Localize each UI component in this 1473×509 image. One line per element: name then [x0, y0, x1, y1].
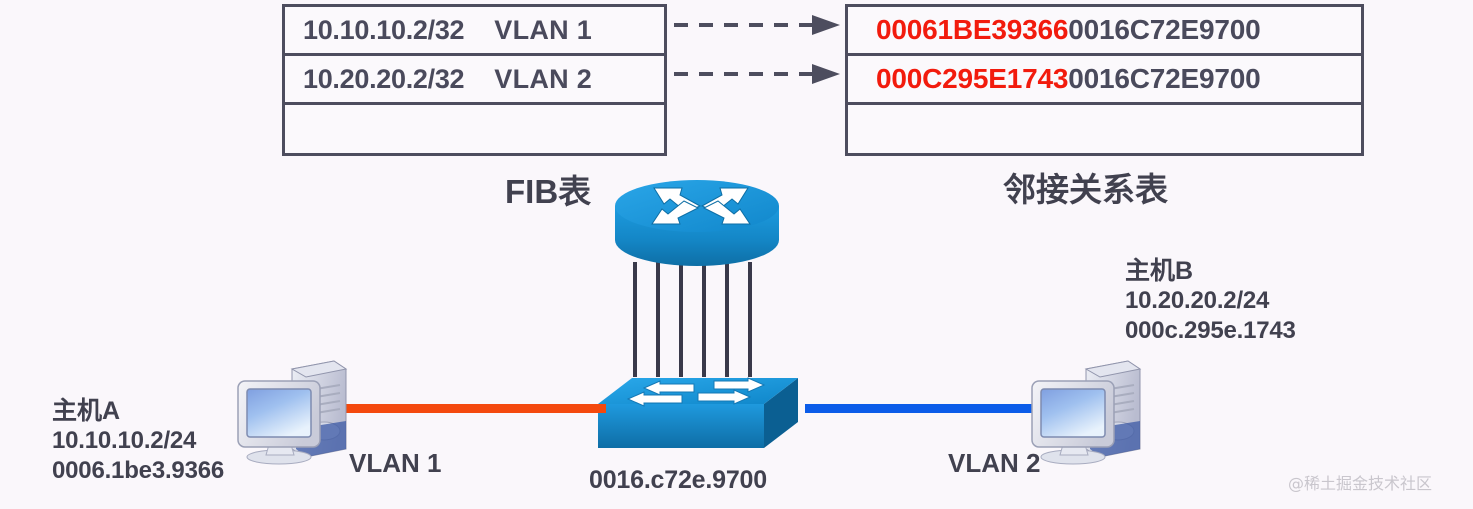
switch-icon [598, 377, 798, 448]
fib-table-row-empty [285, 105, 664, 156]
host-b-info: 主机B 10.20.20.2/24 000c.295e.1743 [1125, 256, 1296, 346]
fib-to-adjacency-arrow-2 [674, 64, 840, 84]
switch-mac-label: 0016.c72e.9700 [589, 466, 767, 494]
router-switch-trunk-lines [633, 262, 752, 377]
host-b-ip: 10.20.20.2/24 [1125, 287, 1270, 314]
adjacency-table-row-empty [848, 105, 1361, 156]
adjacency-table-caption: 邻接关系表 [1003, 171, 1168, 208]
host-a-title: 主机A [52, 397, 121, 425]
fib-prefix: 10.10.10.2/32 [303, 14, 465, 45]
watermark: @稀土掘金技术社区 [1288, 474, 1433, 493]
host-b-mac: 000c.295e.1743 [1125, 317, 1296, 344]
host-a-mac: 0006.1be3.9366 [52, 457, 225, 484]
fib-vlan: VLAN 2 [494, 63, 593, 94]
fib-table: 10.10.10.2/32 VLAN 1 10.20.20.2/32 VLAN … [282, 4, 667, 156]
router-icon [615, 180, 779, 266]
vlan-1-label: VLAN 1 [349, 448, 442, 478]
adjacency-src-mac: 0016C72E9700 [1068, 63, 1261, 94]
fib-table-caption: FIB表 [505, 173, 592, 210]
fib-to-adjacency-arrow-1 [674, 15, 840, 35]
host-a-ip: 10.10.10.2/24 [52, 427, 197, 454]
fib-table-row: 10.20.20.2/32 VLAN 2 [285, 56, 664, 105]
host-b-link-line [805, 404, 1042, 413]
vlan-2-label: VLAN 2 [948, 448, 1041, 478]
host-b-title: 主机B [1125, 257, 1194, 285]
fib-prefix: 10.20.20.2/32 [303, 63, 465, 94]
adjacency-dst-mac: 00061BE39366 [876, 14, 1069, 45]
fib-vlan: VLAN 1 [494, 14, 593, 45]
host-b-pc-icon [1031, 360, 1142, 465]
adjacency-src-mac: 0016C72E9700 [1068, 14, 1261, 45]
adjacency-dst-mac: 000C295E1743 [876, 63, 1069, 94]
host-a-info: 主机A 10.10.10.2/24 0006.1be3.9366 [52, 396, 224, 486]
host-a-link-line [338, 404, 606, 413]
fib-table-row: 10.10.10.2/32 VLAN 1 [285, 7, 664, 56]
host-a-pc-icon [237, 360, 348, 465]
